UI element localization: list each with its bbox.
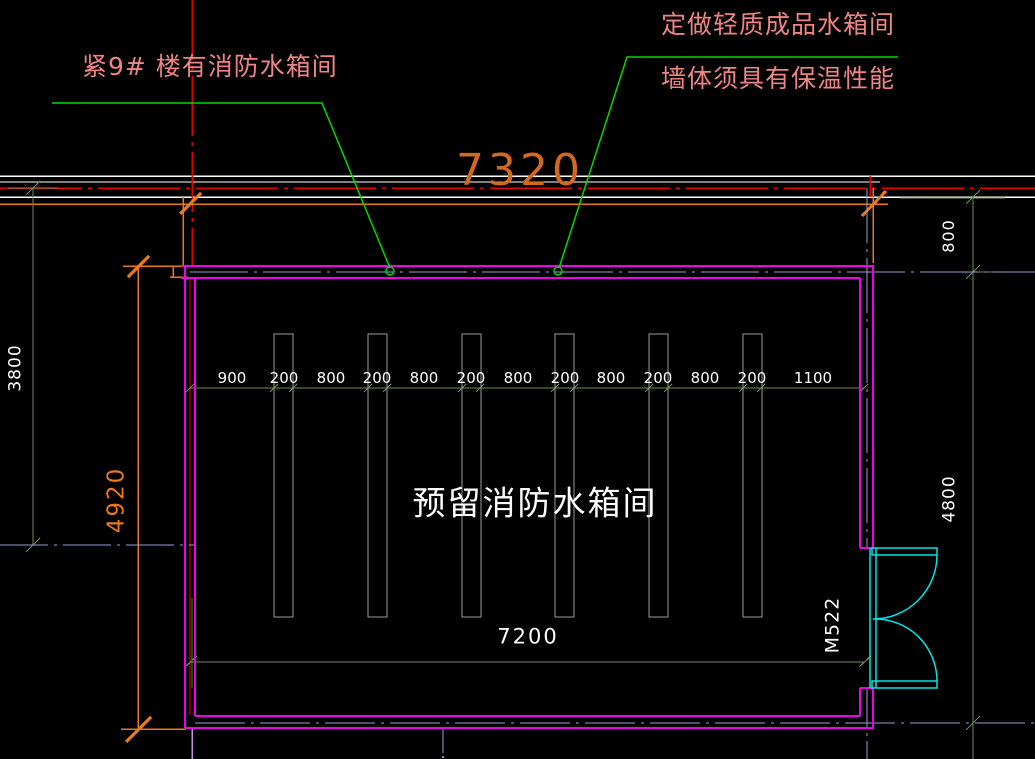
centerlines [0, 188, 1035, 759]
column-bar [554, 333, 575, 618]
dim-label-4800: 4800 [939, 475, 960, 523]
door-leaf-top [871, 547, 938, 556]
dim-tick [965, 189, 981, 205]
dim-row-label: 800 [316, 369, 346, 387]
column-bar [367, 333, 388, 618]
column-bar [648, 333, 669, 618]
room-walls [181, 265, 874, 729]
dim-row-label: 200 [269, 369, 299, 387]
dim-label-7200: 7200 [497, 624, 559, 649]
leader-left [52, 102, 391, 269]
column-bars [273, 333, 763, 618]
dim-label-7320: 7320 [456, 145, 584, 196]
door-leaf-bottom [871, 680, 938, 689]
centerline-dot [442, 756, 444, 758]
leader-right-terminator [553, 266, 563, 276]
dim-label-4920: 4920 [103, 466, 130, 534]
note-right-line2: 墙体须具有保温性能 [661, 64, 896, 93]
dim-row-label: 200 [643, 369, 673, 387]
dim-row-label: 800 [690, 369, 720, 387]
dim-label-3800: 3800 [5, 344, 26, 392]
double-door [869, 547, 938, 689]
dim-tick [860, 189, 888, 218]
dim-tick [124, 715, 153, 744]
column-bar [461, 333, 482, 618]
note-left: 紧9# 楼有消防水箱间 [82, 52, 338, 81]
axis-grid-lines [0, 0, 1035, 715]
dim-tick [858, 655, 872, 668]
column-bar [742, 333, 763, 618]
leader-left-terminator [385, 266, 395, 276]
olive-dimension-lines [8, 180, 1005, 759]
door-swing-arc-bottom [874, 618, 938, 682]
room-name-label: 预留消防水箱间 [412, 483, 658, 523]
leader-right [558, 56, 898, 269]
note-right-line1: 定做轻质成品水箱间 [661, 10, 896, 39]
dim-row-label: 200 [362, 369, 392, 387]
dim-row-label: 200 [737, 369, 767, 387]
door-label: M522 [821, 596, 844, 654]
column-bar [273, 333, 294, 618]
dim-row-label: 800 [503, 369, 533, 387]
dim-row-label: 1100 [793, 369, 833, 387]
building-edge-lines [0, 175, 1035, 198]
dim-label-800: 800 [939, 219, 958, 253]
dim-row-label: 800 [409, 369, 439, 387]
dim-tick [965, 715, 981, 731]
annotation-leaders [52, 56, 898, 276]
dim-tick [25, 180, 41, 196]
dim-row-label: 200 [550, 369, 580, 387]
door-swing-arc-top [872, 554, 938, 620]
dim-row-label: 200 [456, 369, 486, 387]
dim-tick [126, 254, 151, 279]
dim-row-label: 900 [217, 369, 247, 387]
orange-dimension-lines [0, 188, 888, 744]
dim-row-label: 800 [596, 369, 626, 387]
